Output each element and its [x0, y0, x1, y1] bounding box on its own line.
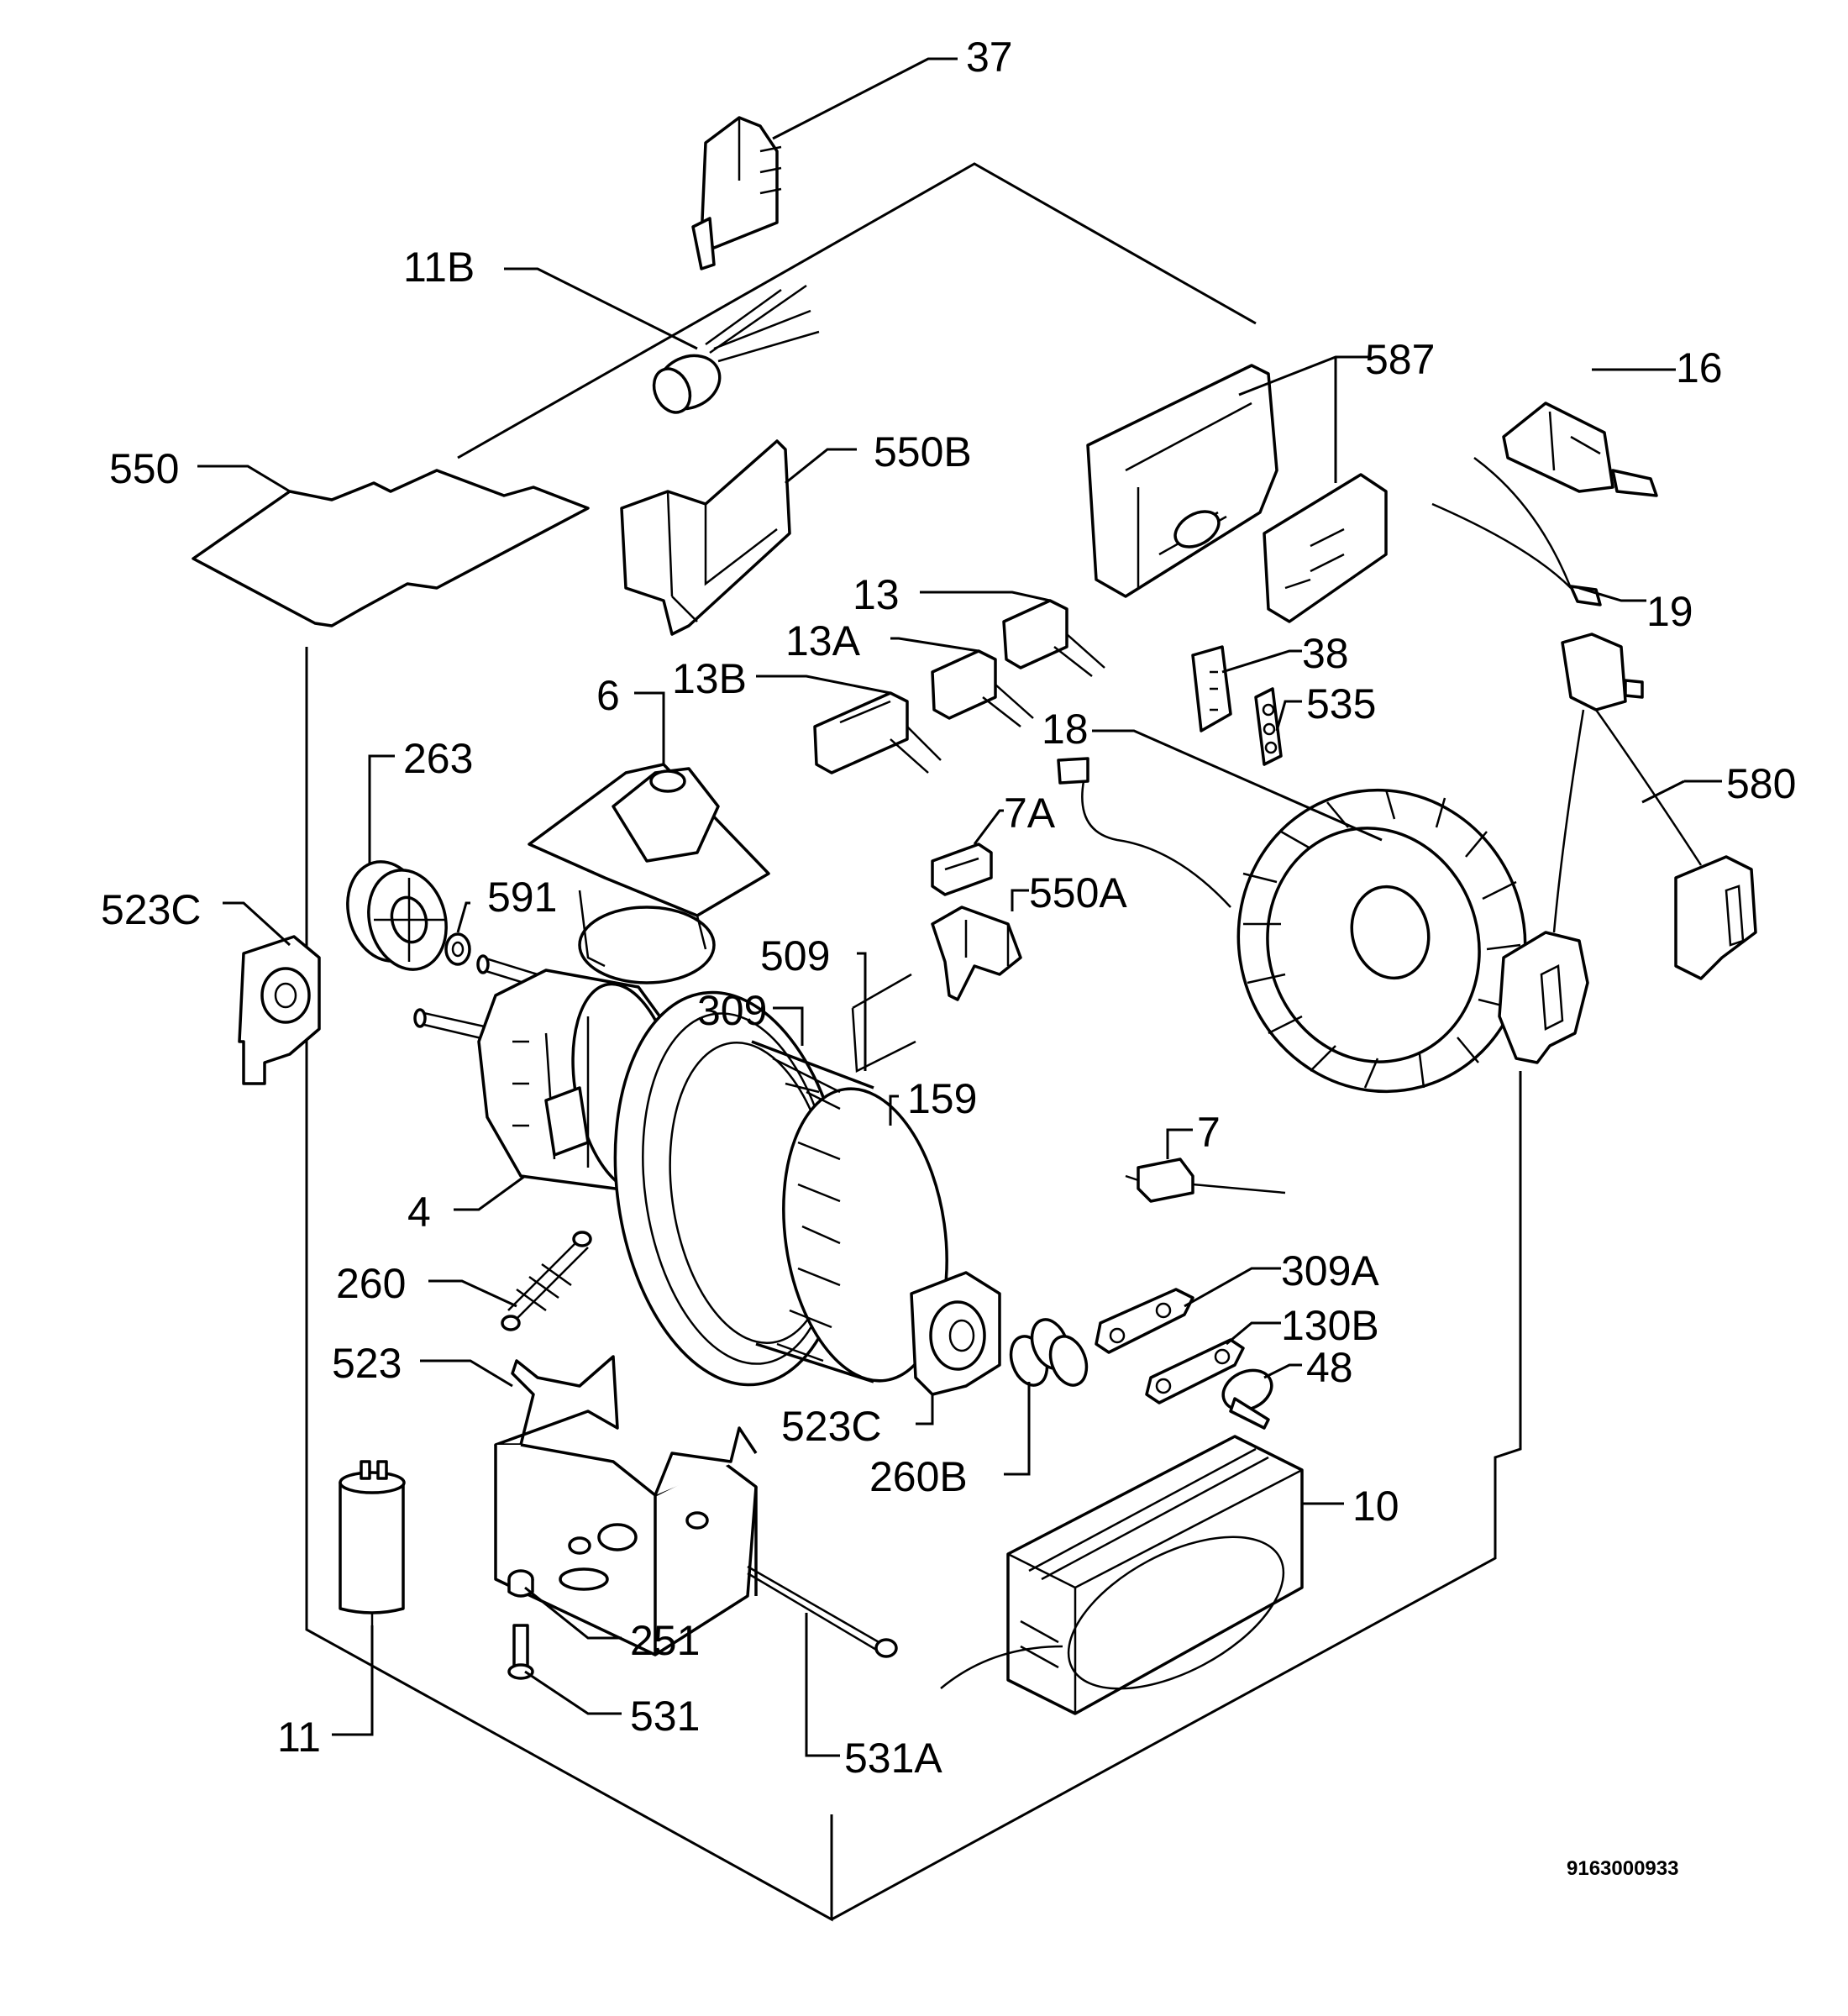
label-531a: 531A [844, 1735, 942, 1782]
part-19-sensor [1431, 456, 1602, 606]
label-523: 523 [332, 1340, 402, 1387]
label-4: 4 [407, 1189, 431, 1236]
part-13-connector [1002, 599, 1105, 677]
label-19: 19 [1646, 588, 1693, 635]
part-523-cradle [494, 1355, 758, 1656]
part-260b-spring [1009, 1318, 1089, 1387]
label-309: 309 [697, 987, 767, 1034]
label-13: 13 [853, 571, 900, 618]
label-11: 11 [277, 1714, 321, 1761]
part-580-sensor [1498, 633, 1757, 1064]
label-550b: 550B [874, 428, 972, 475]
part-38-strip [1191, 645, 1232, 732]
label-159: 159 [907, 1075, 977, 1122]
part-591-washer [444, 932, 471, 966]
label-523c-bottom: 523C [781, 1403, 882, 1450]
label-16: 16 [1676, 344, 1723, 391]
part-260-spring [501, 1231, 592, 1331]
part-535-strip [1254, 687, 1283, 766]
part-7-switch [1125, 1158, 1286, 1203]
cabinet-outline [305, 162, 1522, 1922]
label-130b: 130B [1281, 1302, 1379, 1349]
label-7: 7 [1197, 1109, 1221, 1156]
part-531-screw [507, 1624, 534, 1680]
label-550: 550 [109, 445, 179, 492]
label-13b: 13B [672, 655, 747, 702]
part-48-thermostat [1221, 1368, 1273, 1430]
label-587: 587 [1365, 336, 1435, 383]
label-509: 509 [760, 932, 830, 979]
part-550b-duct [620, 439, 791, 636]
part-159-drum [669, 1040, 948, 1383]
label-11b: 11B [403, 244, 475, 291]
label-523c-top: 523C [101, 886, 202, 933]
part-531a-bolt [747, 1565, 898, 1658]
part-16-switch [1502, 402, 1658, 497]
part-10-heater [940, 1435, 1304, 1715]
part-309a-plate [1095, 1288, 1194, 1354]
label-48: 48 [1306, 1344, 1353, 1391]
label-6: 6 [596, 672, 620, 719]
label-18: 18 [1042, 706, 1089, 753]
label-37: 37 [966, 34, 1013, 81]
leader-lines [197, 57, 1722, 1757]
label-260: 260 [336, 1260, 406, 1307]
label-535: 535 [1306, 680, 1376, 727]
part-509-wire [851, 973, 916, 1073]
part-550a-clip [931, 906, 1022, 1001]
label-531: 531 [630, 1693, 700, 1740]
label-580: 580 [1726, 760, 1796, 807]
part-550-sheet [192, 469, 590, 627]
part-251-foot [507, 1569, 534, 1598]
label-263: 263 [403, 735, 473, 782]
part-523c-bracket-left [238, 935, 321, 1085]
part-37-bracket [691, 116, 782, 270]
part-11-capacitor [339, 1460, 406, 1625]
label-260b: 260B [869, 1453, 968, 1500]
label-7a: 7A [1004, 790, 1056, 837]
part-18-fan-wheel [1057, 757, 1527, 1094]
document-number: 9163000933 [1567, 1857, 1678, 1880]
label-38: 38 [1302, 630, 1349, 677]
part-7a-switch [931, 843, 993, 896]
label-251: 251 [630, 1617, 700, 1664]
label-309a: 309A [1281, 1247, 1379, 1294]
part-13b-connector [813, 691, 942, 774]
part-523c-bracket-lower [910, 1271, 1001, 1396]
label-591: 591 [487, 874, 557, 921]
part-587-control-box [1086, 364, 1388, 623]
label-10: 10 [1352, 1483, 1399, 1530]
part-6-pump [528, 763, 770, 984]
callout-labels: 37 11B 550 550B 587 16 19 13 13A 13B 6 3… [101, 34, 1796, 1880]
label-13a: 13A [785, 617, 861, 664]
part-11b-capacitor [652, 284, 820, 414]
label-550a: 550A [1029, 869, 1127, 916]
part-263-pulley [346, 860, 448, 971]
